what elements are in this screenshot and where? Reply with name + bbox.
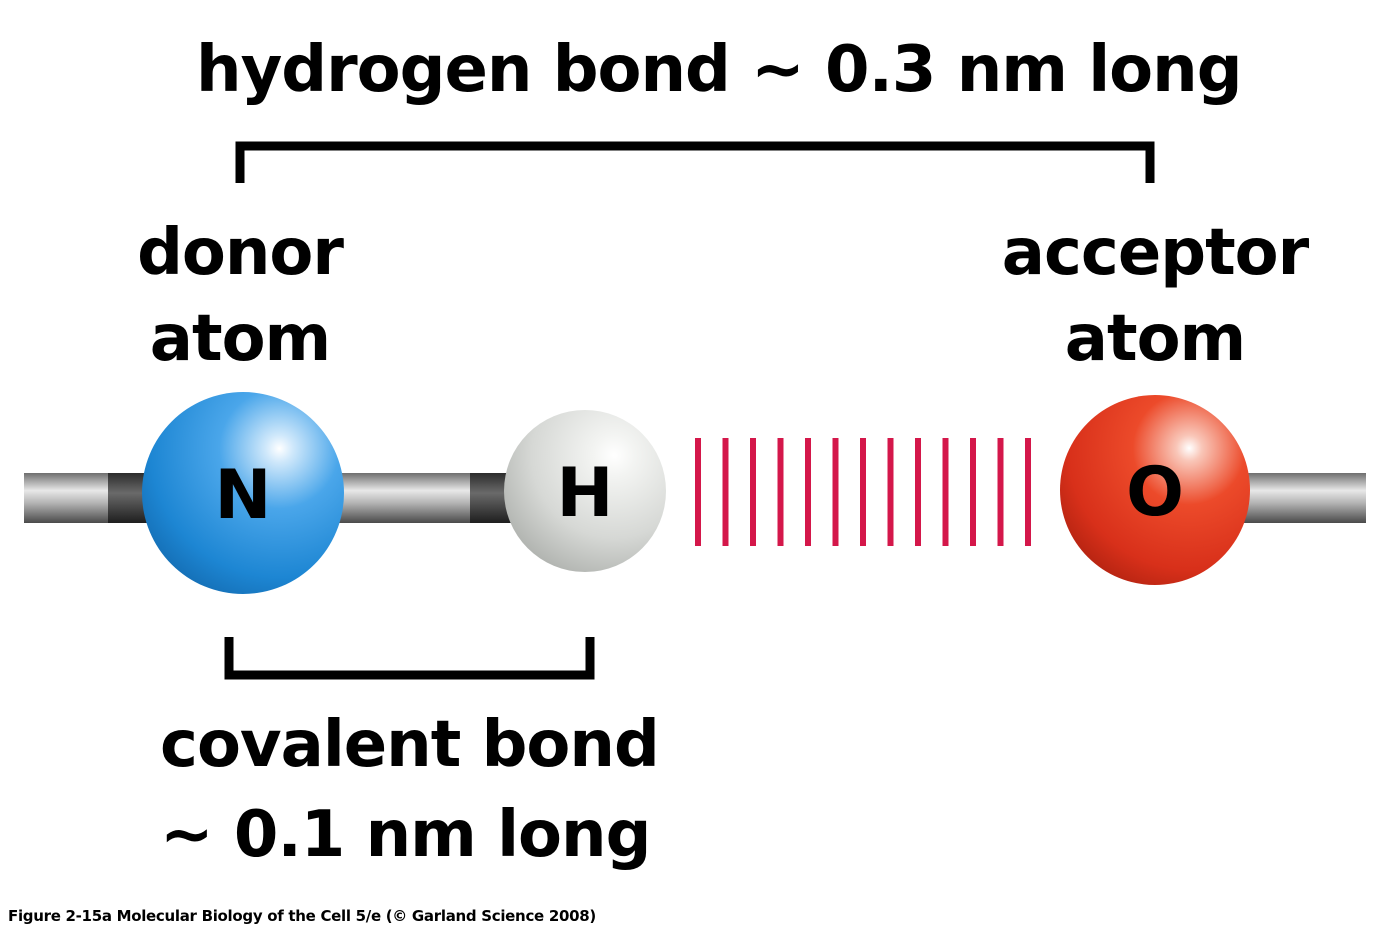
hydrogen-bond-dash xyxy=(997,438,1004,546)
figure-caption: Figure 2-15a Molecular Biology of the Ce… xyxy=(8,907,596,925)
donor-label-line1: donor xyxy=(137,216,344,290)
covalent-label-line1: covalent bond xyxy=(160,708,660,782)
nitrogen-atom: N xyxy=(142,392,344,594)
hydrogen-bond-dashes xyxy=(695,438,1031,546)
hydrogen-bond-dash xyxy=(942,438,949,546)
donor-atom-label: donor atom xyxy=(120,210,360,382)
hydrogen-bond-label: hydrogen bond ~ 0.3 nm long xyxy=(196,33,1243,107)
acceptor-label-line2: atom xyxy=(1064,302,1246,376)
hydrogen-bond-dash xyxy=(915,438,921,546)
hydrogen-bond-dash xyxy=(832,438,839,546)
hydrogen-bond-dash xyxy=(805,438,811,546)
hydrogen-bond-dash xyxy=(887,438,894,546)
hydrogen-bond-bracket xyxy=(235,141,1155,183)
hydrogen-bond-dash xyxy=(860,438,866,546)
hydrogen-bond-dash xyxy=(695,438,701,546)
hydrogen-bond-dash xyxy=(750,438,756,546)
hydrogen-bond-dash xyxy=(970,438,976,546)
acceptor-label-line1: acceptor xyxy=(1001,216,1309,290)
hydrogen-atom: H xyxy=(504,410,666,572)
covalent-bond-label: covalent bond ~ 0.1 nm long xyxy=(160,700,660,880)
hydrogen-symbol: H xyxy=(557,454,614,533)
acceptor-atom-label: acceptor atom xyxy=(1000,210,1310,382)
hydrogen-bond-dash xyxy=(1025,438,1031,546)
donor-label-line2: atom xyxy=(149,302,331,376)
covalent-bond-bracket xyxy=(224,637,595,680)
covalent-label-line2: ~ 0.1 nm long xyxy=(160,798,651,872)
oxygen-symbol: O xyxy=(1126,453,1184,532)
oxygen-atom: O xyxy=(1060,395,1250,585)
hydrogen-bond-dash xyxy=(722,438,729,546)
nitrogen-symbol: N xyxy=(215,456,272,535)
hydrogen-bond-dash xyxy=(777,438,784,546)
